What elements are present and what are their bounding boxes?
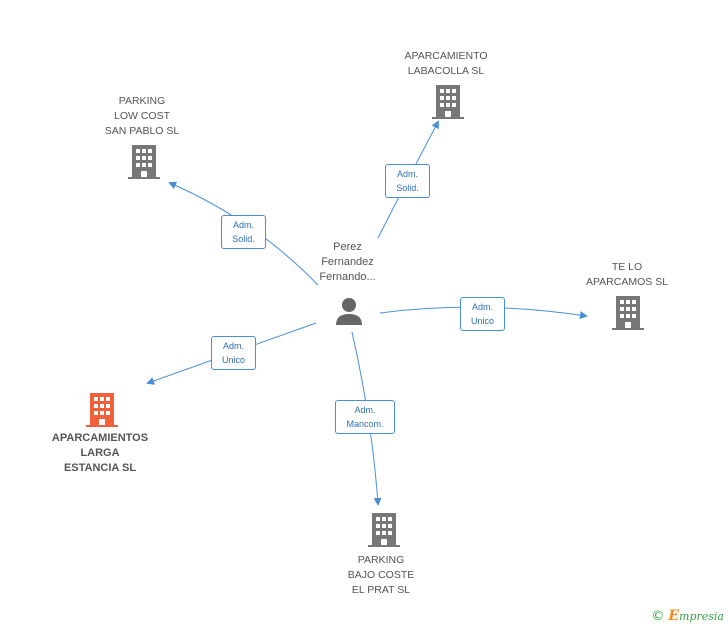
role-badge-low-cost[interactable]: Adm. Solid. xyxy=(221,215,266,249)
building-icon[interactable] xyxy=(128,145,160,179)
brand-initial: E xyxy=(668,608,680,624)
copyright-icon: © xyxy=(651,609,665,624)
company-label-bajo-coste[interactable]: PARKING BAJO COSTE EL PRAT SL xyxy=(347,554,415,596)
role-badge-bajo-coste[interactable]: Adm. Mancom. xyxy=(335,400,395,434)
building-icon[interactable] xyxy=(612,296,644,330)
person-name[interactable]: Perez Fernandez Fernando... xyxy=(319,241,376,283)
company-label-larga[interactable]: APARCAMIENTOS LARGA ESTANCIA SL xyxy=(51,432,149,474)
company-label-low-cost[interactable]: PARKING LOW COST SAN PABLO SL xyxy=(104,95,180,137)
company-label-te-lo[interactable]: TE LO APARCAMOS SL xyxy=(585,261,669,288)
brand-footer: ©Empresia xyxy=(651,608,724,624)
building-icon[interactable] xyxy=(368,513,400,547)
building-icon-highlighted[interactable] xyxy=(86,393,118,427)
building-icon[interactable] xyxy=(432,85,464,119)
brand-name: mpresia xyxy=(679,610,724,623)
person-icon[interactable] xyxy=(334,296,364,326)
role-badge-larga[interactable]: Adm. Unico xyxy=(211,336,256,370)
company-label-labacolla[interactable]: APARCAMIENTO LABACOLLA SL xyxy=(404,50,488,77)
role-badge-labacolla[interactable]: Adm. Solid. xyxy=(385,164,430,198)
role-badge-te-lo[interactable]: Adm. Unico xyxy=(460,297,505,331)
